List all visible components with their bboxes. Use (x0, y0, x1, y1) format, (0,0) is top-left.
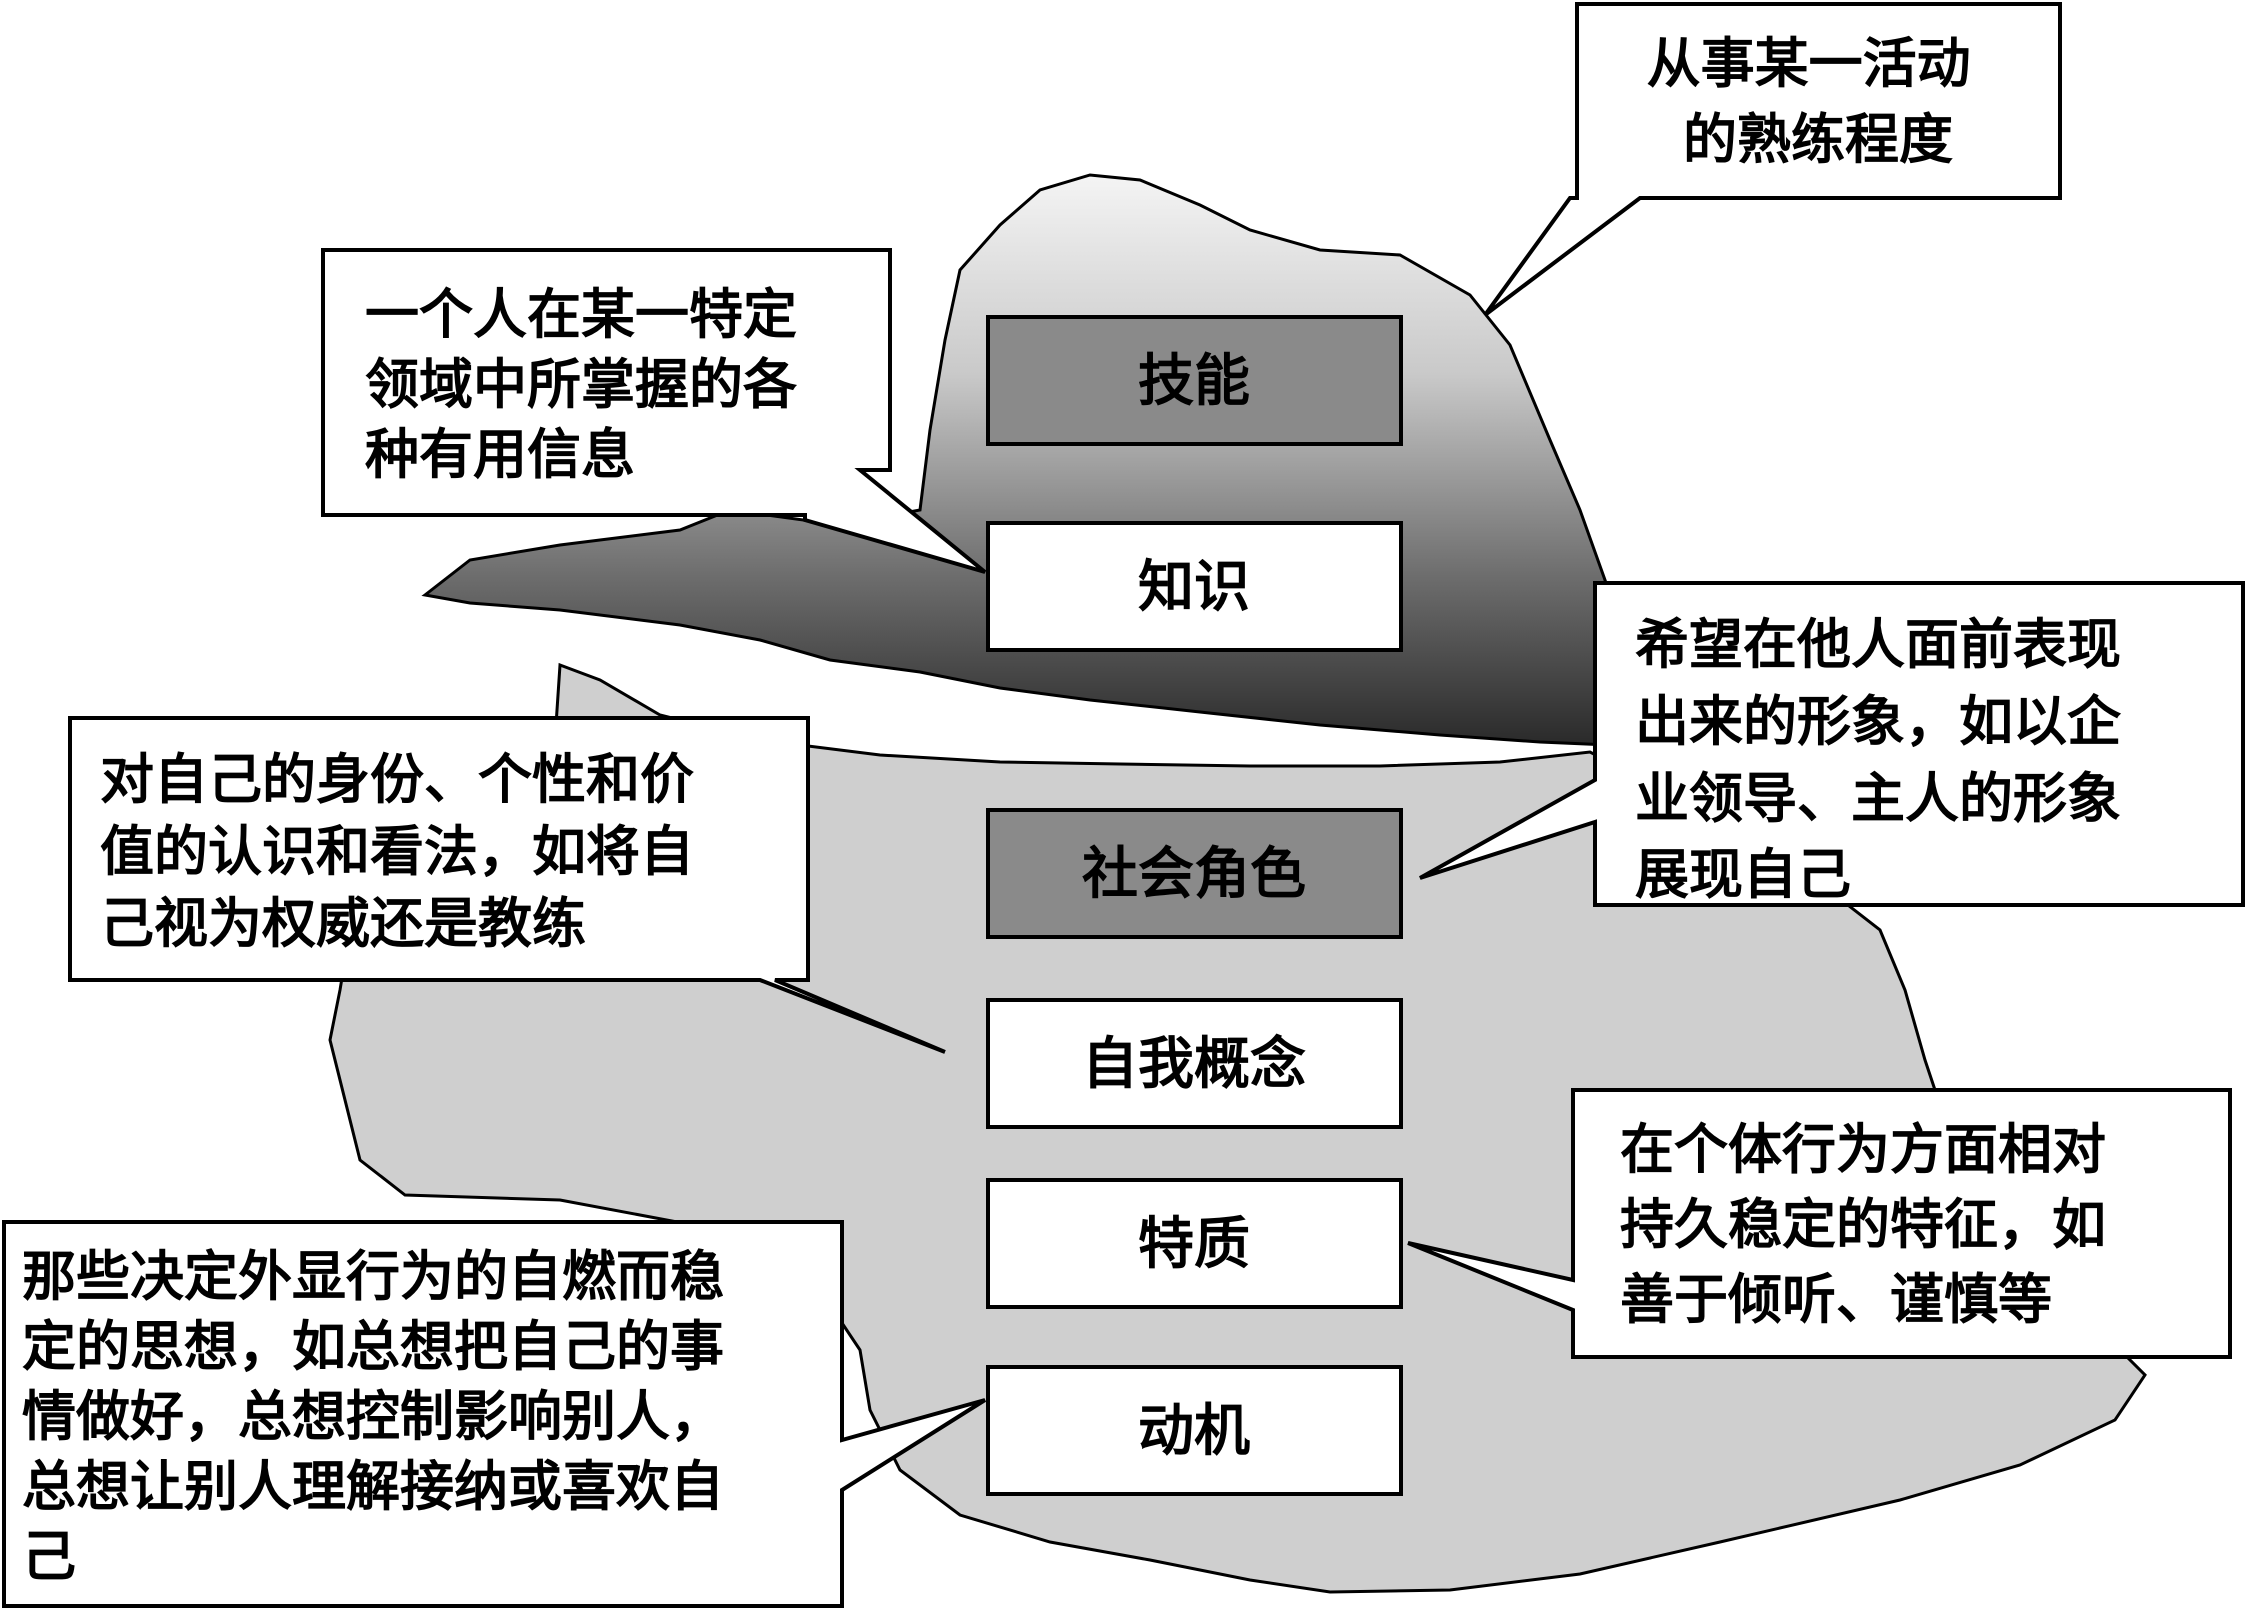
knowledge-note-line-2: 领域中所掌握的各 (365, 353, 798, 416)
social-role-note-line-2: 出来的形象，如以企 (1635, 690, 2122, 753)
skill-note-line-2: 的熟练程度 (1683, 108, 1953, 171)
social-role-note-line-1: 希望在他人面前表现 (1635, 613, 2121, 676)
trait-note-line-1: 在个体行为方面相对 (1620, 1118, 2106, 1181)
self-concept-label: 自我概念 (1082, 1032, 1306, 1097)
social-role-note-line-3: 业领导、主人的形象 (1635, 767, 2121, 830)
trait-label: 特质 (1138, 1212, 1250, 1277)
self-concept-box: 自我概念 (986, 998, 1403, 1129)
knowledge-note-line-1: 一个人在某一特定 (365, 283, 797, 346)
motive-note-line-4: 总想让别人理解接纳或喜欢自 (22, 1455, 724, 1518)
svg-text:那些决定外显行为的自燃而稳 定的思想，如总想把自: 那些决定外显行为的自燃而稳 定的思想，如总想把自己的事 情做好，总想控制影响别人… (22, 1245, 743, 1588)
svg-text:对自己的身份、个性和价 值的认识和看法，如将自: 对自己的身份、个性和价 值的认识和看法，如将自 己视为权威还是教练 (100, 748, 713, 955)
social-role-box: 社会角色 (986, 808, 1403, 939)
motive-label: 动机 (1138, 1399, 1250, 1464)
trait-box: 特质 (986, 1178, 1403, 1309)
motive-note-line-3: 情做好，总想控制影响别人， (22, 1385, 724, 1448)
skill-callout: 从事某一活动 的熟练程度 (1483, 2, 2062, 317)
self-concept-note-line-3: 己视为权威还是教练 (100, 892, 586, 955)
svg-text:从事某一活动 的熟练程度: 从事某一活动 的熟练程度 (1647, 32, 1990, 171)
knowledge-label: 知识 (1138, 555, 1250, 620)
skill-label: 技能 (1138, 349, 1250, 414)
social-role-label: 社会角色 (1082, 842, 1306, 907)
trait-note-line-3: 善于倾听、谨慎等 (1620, 1268, 2052, 1331)
social-role-callout: 希望在他人面前表现 出来的形象，如以企 业领导、主人的形象 展现自己 (1419, 581, 2245, 907)
social-role-note-line-4: 展现自己 (1635, 843, 1851, 906)
knowledge-box: 知识 (986, 521, 1403, 652)
trait-callout: 在个体行为方面相对 持久稳定的特征，如 善于倾听、谨慎等 (1407, 1088, 2232, 1359)
self-concept-callout: 对自己的身份、个性和价 值的认识和看法，如将自 己视为权威还是教练 (68, 716, 946, 1054)
motive-note-line-1: 那些决定外显行为的自燃而稳 (22, 1245, 724, 1308)
skill-box: 技能 (986, 315, 1403, 446)
svg-text:希望在他人面前表现 出来的形象，如以企: 希望在他人面前表现 出来的形象，如以企 业领导、主人的形象 展现自己 (1635, 613, 2140, 906)
motive-callout: 那些决定外显行为的自燃而稳 定的思想，如总想把自己的事 情做好，总想控制影响别人… (2, 1220, 987, 1608)
trait-note-line-2: 持久稳定的特征，如 (1620, 1193, 2106, 1256)
skill-note-line-1: 从事某一活动 (1647, 32, 1971, 95)
self-concept-note-line-1: 对自己的身份、个性和价 (100, 748, 694, 811)
knowledge-callout: 一个人在某一特定 领域中所掌握的各 种有用信息 (321, 248, 987, 574)
motive-note-line-2: 定的思想，如总想把自己的事 (22, 1315, 724, 1378)
knowledge-note-line-3: 种有用信息 (365, 423, 635, 486)
self-concept-note-line-2: 值的认识和看法，如将自 (100, 820, 694, 883)
motive-box: 动机 (986, 1365, 1403, 1496)
svg-text:一个人在某一特定 领域中所掌握的各: 一个人在某一特定 领域中所掌握的各 种有用信息 (365, 283, 816, 486)
svg-text:在个体行为方面相对 持久稳定的特征，如: 在个体行为方面相对 持久稳定的特征，如 善于倾听、谨慎等 (1620, 1118, 2125, 1331)
motive-note-line-5: 己 (22, 1525, 76, 1588)
